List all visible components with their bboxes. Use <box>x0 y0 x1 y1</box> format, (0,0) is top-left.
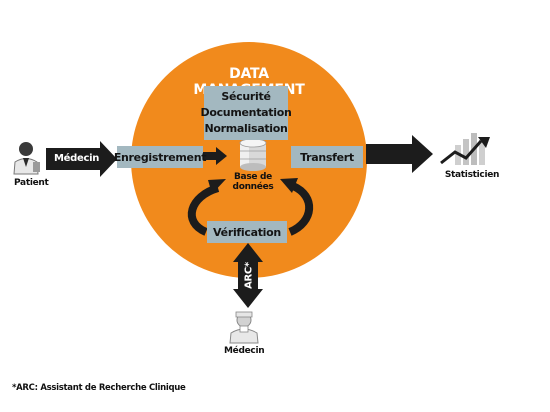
bottom-medecin-label: Médecin <box>224 346 265 356</box>
statisticien-icon <box>440 133 490 165</box>
right-cycle-arrow <box>280 178 314 236</box>
enregistrement-box: Enregistrement <box>114 146 207 168</box>
database-icon <box>239 138 267 171</box>
bottom-doctor-icon <box>229 311 259 344</box>
transfert-box: Transfert <box>291 146 363 168</box>
medecin-input-arrow <box>46 141 117 177</box>
left-cycle-arrow <box>187 179 226 236</box>
verification-box: Vérification <box>207 221 287 243</box>
processes-box: Sécurité Documentation Normalisation <box>201 86 292 140</box>
process-documentation: Documentation <box>200 106 292 119</box>
medecin-arrow-label: Médecin <box>54 153 100 164</box>
patient-label: Patient <box>14 178 49 188</box>
database-label: Base de données <box>232 172 274 192</box>
to-database-arrow <box>203 147 227 165</box>
process-securite: Sécurité <box>221 90 271 103</box>
arc-double-arrow <box>233 243 263 308</box>
arc-label: ARC* <box>243 262 255 289</box>
statisticien-label: Statisticien <box>444 170 500 180</box>
process-normalisation: Normalisation <box>204 122 288 135</box>
transfert-output-arrow <box>366 135 433 173</box>
patient-doctor-icon <box>13 142 40 175</box>
footnote: *ARC: Assistant de Recherche Clinique <box>12 383 186 393</box>
